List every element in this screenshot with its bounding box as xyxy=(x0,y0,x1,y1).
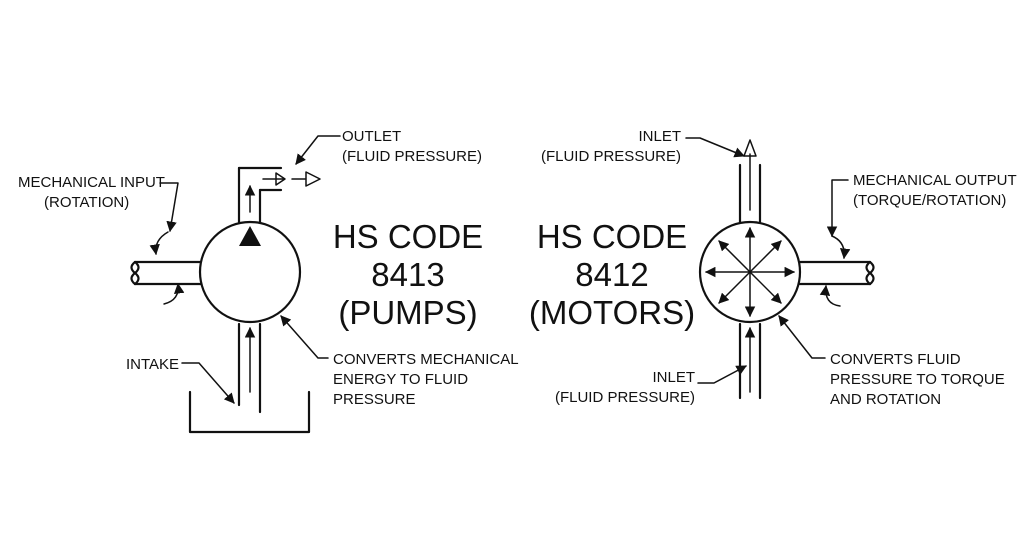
pump-input-label: MECHANICAL INPUT(ROTATION) xyxy=(18,174,165,211)
motor-symbol xyxy=(685,137,875,400)
motor-inlet-top-label: INLET(FLUID PRESSURE) xyxy=(541,128,681,165)
pump-outlet-pipe xyxy=(237,166,321,224)
pump-intake-label: INTAKE xyxy=(126,356,179,373)
motor-top-inlet-pipe xyxy=(738,139,762,224)
motor-rotation-arrows-icon xyxy=(819,235,851,307)
motor-converts-leader xyxy=(778,315,826,359)
motor-inlet-bottom-label: INLET(FLUID PRESSURE) xyxy=(555,369,695,406)
motor-output-label: MECHANICAL OUTPUT(TORQUE/ROTATION) xyxy=(853,172,1017,209)
pump-outlet-leader xyxy=(295,135,341,165)
motor-inlet-bottom-leader xyxy=(697,365,747,384)
pump-input-shaft xyxy=(130,260,204,286)
pump-outlet-label: OUTLET(FLUID PRESSURE) xyxy=(342,128,482,165)
pump-reservoir xyxy=(188,390,311,434)
pump-intake-leader xyxy=(181,362,235,404)
pump-body xyxy=(198,220,302,324)
motor-bottom-inlet-pipe xyxy=(738,322,762,400)
pump-converts-leader xyxy=(280,315,329,359)
pump-rotation-arrows-icon xyxy=(149,231,185,305)
pump-symbol xyxy=(130,135,341,434)
motor-output-leader xyxy=(826,179,849,238)
motor-radial-arrows-icon xyxy=(704,226,796,318)
pump-intake-pipe xyxy=(237,322,262,414)
motor-output-shaft xyxy=(798,260,875,286)
pump-input-leader xyxy=(159,182,179,233)
motor-inlet-top-leader xyxy=(685,137,745,158)
pump-outlet-triangle-icon xyxy=(239,226,261,246)
